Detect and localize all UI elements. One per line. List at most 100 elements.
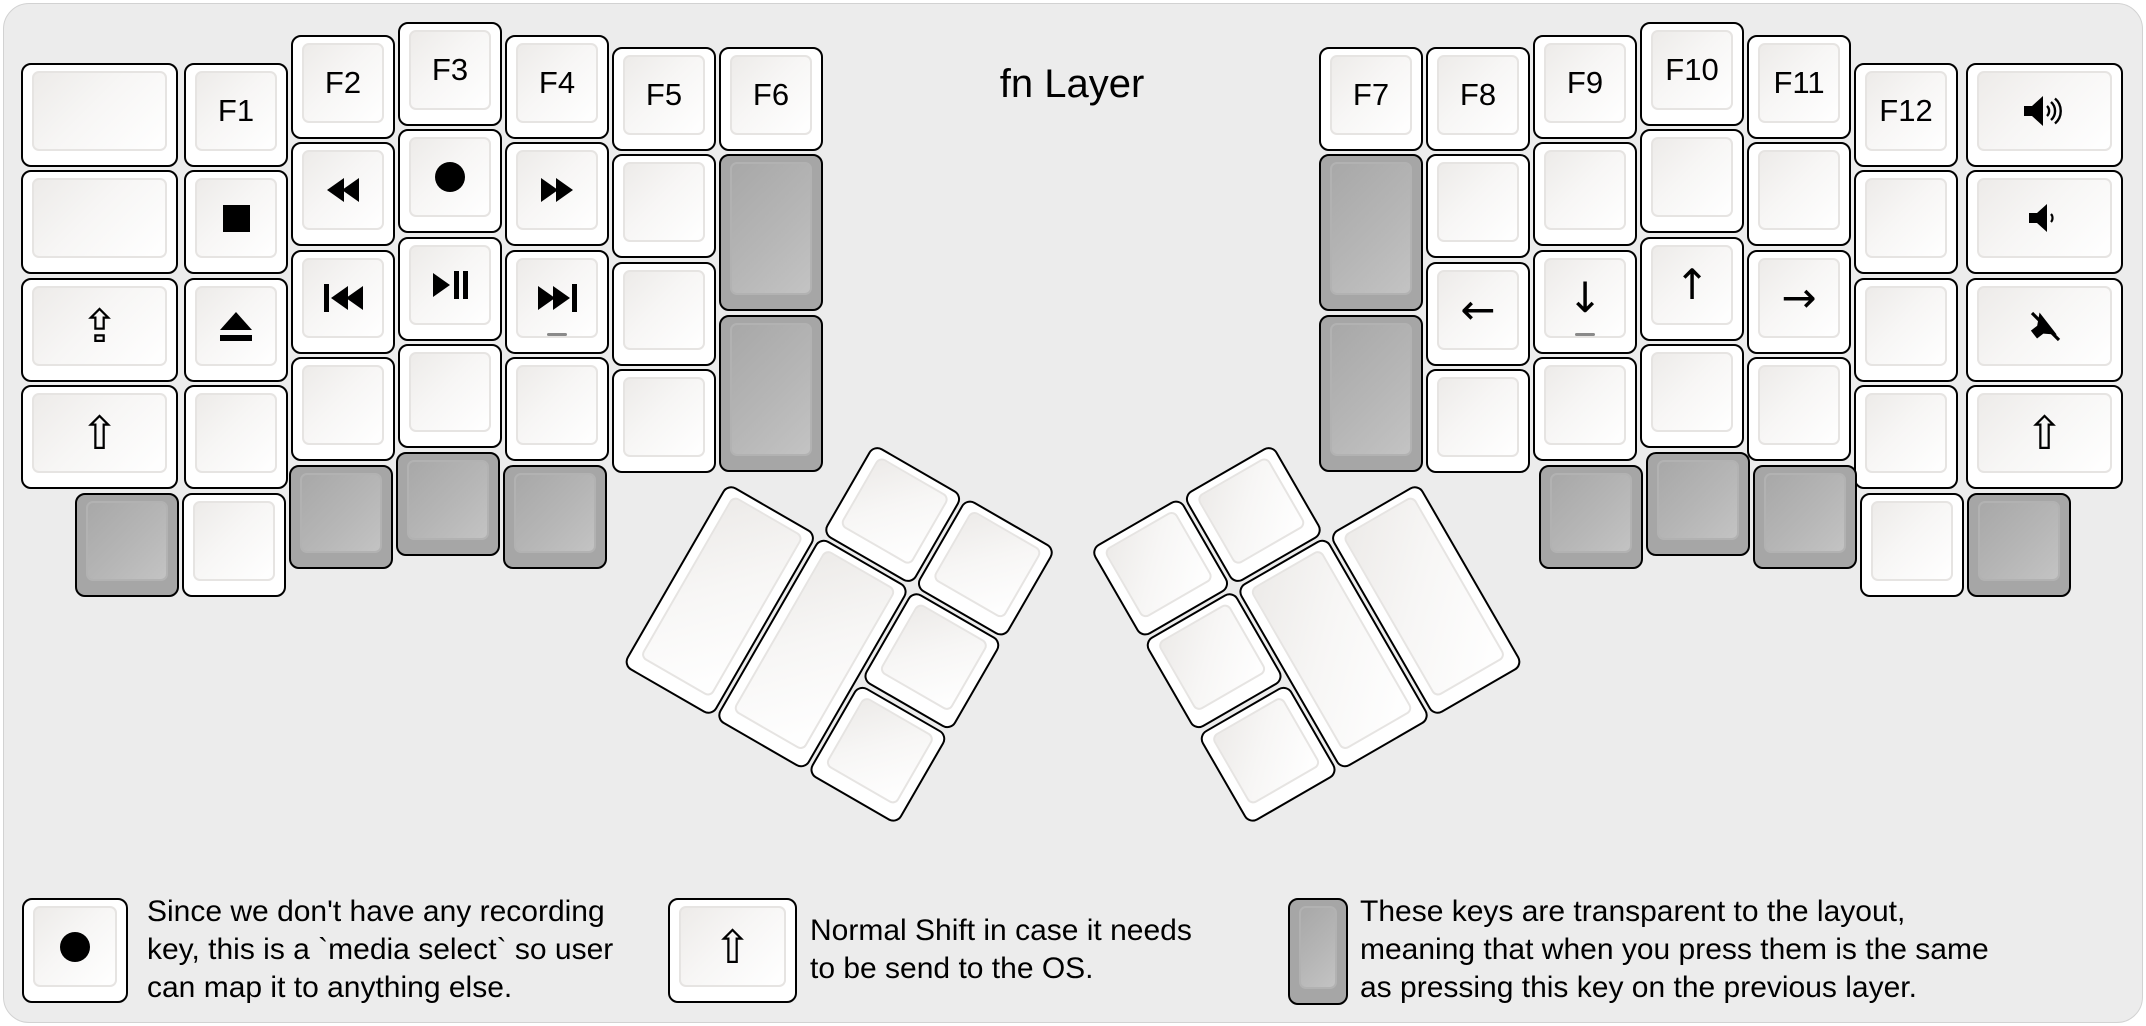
key-volume-down[interactable]	[1966, 170, 2123, 274]
key-rewind[interactable]	[291, 142, 395, 246]
key-transparent[interactable]	[75, 493, 179, 597]
key-media-stop[interactable]	[184, 170, 288, 274]
key-blank[interactable]	[1854, 385, 1958, 489]
key-shift[interactable]: ⇧	[1966, 385, 2123, 489]
key-blank[interactable]	[1533, 357, 1637, 461]
key-face: F5	[623, 55, 705, 135]
key-face: F1	[195, 71, 277, 151]
key-face	[193, 501, 275, 581]
key-transparent[interactable]	[1319, 315, 1423, 472]
key-blank[interactable]	[184, 385, 288, 489]
key-face: F2	[302, 43, 384, 123]
key-arrow-up[interactable]: ↑	[1640, 237, 1744, 341]
key-face: ↑	[1651, 245, 1733, 325]
key-eject[interactable]	[184, 278, 288, 382]
key-legend-transparent-key[interactable]	[1288, 898, 1348, 1005]
key-f8[interactable]: F8	[1426, 47, 1530, 151]
key-label: F5	[645, 77, 683, 112]
key-face	[1103, 509, 1215, 620]
key-caps-shift[interactable]: ⇪	[21, 278, 178, 382]
key-f3[interactable]: F3	[398, 22, 502, 126]
key-transparent[interactable]	[1646, 452, 1750, 556]
legend-text-line: Normal Shift in case it needs	[810, 914, 1192, 947]
key-face: F4	[516, 43, 598, 123]
key-f5[interactable]: F5	[612, 47, 716, 151]
key-label: F10	[1665, 52, 1719, 87]
key-f1[interactable]: F1	[184, 63, 288, 167]
key-f6[interactable]: F6	[719, 47, 823, 151]
key-face	[730, 162, 812, 295]
key-transparent[interactable]	[1319, 154, 1423, 311]
key-face	[730, 323, 812, 456]
key-media-select-record[interactable]	[398, 129, 502, 233]
key-blank[interactable]	[1860, 493, 1964, 597]
key-blank[interactable]	[1426, 154, 1530, 258]
key-blank[interactable]	[1747, 357, 1851, 461]
key-blank[interactable]	[1640, 344, 1744, 448]
key-face: F6	[730, 55, 812, 135]
key-transparent[interactable]	[1967, 493, 2071, 597]
key-f4[interactable]: F4	[505, 35, 609, 139]
legend-text-line: key, this is a `media select` so user	[147, 933, 614, 966]
key-f12[interactable]: F12	[1854, 63, 1958, 167]
key-transparent[interactable]	[719, 315, 823, 472]
key-prev-track[interactable]	[291, 250, 395, 354]
key-f7[interactable]: F7	[1319, 47, 1423, 151]
key-arrow-right[interactable]: →	[1747, 250, 1851, 354]
key-label: F9	[1566, 65, 1604, 100]
key-transparent[interactable]	[396, 452, 500, 556]
key-face	[1865, 178, 1947, 258]
key-blank[interactable]	[182, 493, 286, 597]
mute-icon	[2030, 311, 2060, 342]
key-face	[300, 473, 382, 553]
key-play-pause[interactable]	[398, 237, 502, 341]
key-blank[interactable]	[612, 154, 716, 258]
key-face	[409, 137, 491, 217]
key-face	[514, 473, 596, 553]
key-f9[interactable]: F9	[1533, 35, 1637, 139]
key-blank[interactable]	[612, 369, 716, 473]
key-transparent[interactable]	[289, 465, 393, 569]
key-face: →	[1758, 258, 1840, 338]
key-blank[interactable]	[1640, 129, 1744, 233]
key-face: F9	[1544, 43, 1626, 123]
key-transparent[interactable]	[503, 465, 607, 569]
key-face	[32, 178, 167, 258]
key-face	[516, 258, 598, 338]
key-face	[1764, 473, 1846, 553]
key-blank[interactable]	[398, 344, 502, 448]
arrow-up-icon: ↑	[1674, 260, 1710, 309]
key-transparent[interactable]	[719, 154, 823, 311]
key-volume-up[interactable]	[1966, 63, 2123, 167]
key-f10[interactable]: F10	[1640, 22, 1744, 126]
key-face	[1978, 501, 2060, 581]
key-blank[interactable]	[1533, 142, 1637, 246]
key-blank[interactable]	[1747, 142, 1851, 246]
key-face: F11	[1758, 43, 1840, 123]
key-blank[interactable]	[1854, 278, 1958, 382]
key-blank[interactable]	[505, 357, 609, 461]
key-mute[interactable]	[1966, 278, 2123, 382]
key-blank[interactable]	[291, 357, 395, 461]
key-f11[interactable]: F11	[1747, 35, 1851, 139]
key-fast-forward[interactable]	[505, 142, 609, 246]
key-legend-shift-key[interactable]: ⇧	[668, 898, 797, 1003]
key-legend-record-key[interactable]	[22, 898, 128, 1003]
key-blank[interactable]	[1426, 369, 1530, 473]
key-face	[516, 365, 598, 445]
key-arrow-left[interactable]: ←	[1426, 262, 1530, 366]
key-blank[interactable]	[21, 170, 178, 274]
key-blank[interactable]	[612, 262, 716, 366]
key-blank[interactable]	[1854, 170, 1958, 274]
key-blank[interactable]	[21, 63, 178, 167]
key-face	[409, 245, 491, 325]
key-shift[interactable]: ⇧	[21, 385, 178, 489]
key-next-track[interactable]	[505, 250, 609, 354]
key-arrow-down[interactable]: ↓	[1533, 250, 1637, 354]
key-transparent[interactable]	[1753, 465, 1857, 569]
arrow-down-icon: ↓	[1567, 273, 1603, 322]
key-f2[interactable]: F2	[291, 35, 395, 139]
key-transparent[interactable]	[1539, 465, 1643, 569]
key-face: F7	[1330, 55, 1412, 135]
